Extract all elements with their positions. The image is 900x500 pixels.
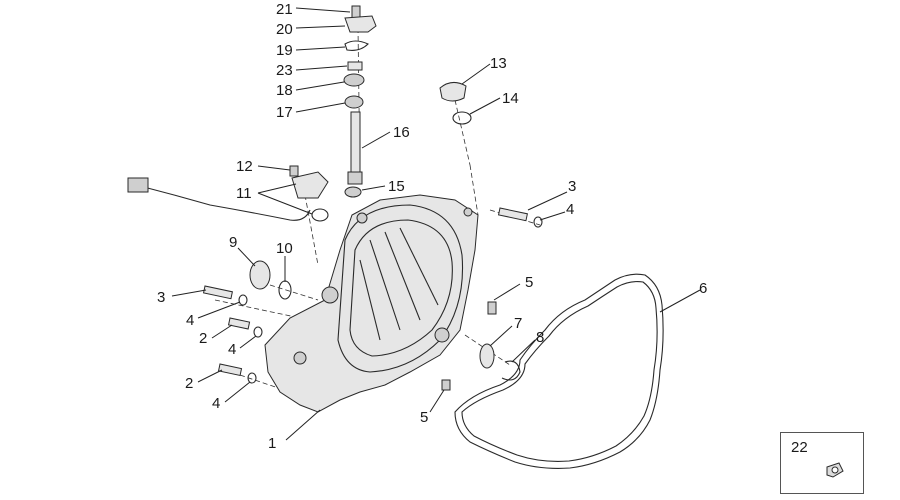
callout-21: 21	[276, 1, 293, 18]
callout-19: 19	[276, 42, 293, 59]
inset-part-icon	[826, 462, 844, 478]
cover-plug	[249, 260, 292, 300]
callout-4-left-b: 4	[228, 341, 236, 358]
callout-7: 7	[514, 315, 522, 332]
callout-16: 16	[393, 124, 410, 141]
callout-9: 9	[229, 234, 237, 251]
filler-cap	[439, 82, 472, 125]
cover-gasket	[454, 273, 664, 469]
callout-13: 13	[490, 55, 507, 72]
callout-8: 8	[536, 329, 544, 346]
callout-14: 14	[502, 90, 519, 107]
callout-4-left-c: 4	[212, 395, 220, 412]
callout-2-left-a: 2	[199, 330, 207, 347]
callout-18: 18	[276, 82, 293, 99]
callout-6: 6	[699, 280, 707, 297]
callout-23: 23	[276, 62, 293, 79]
callout-5-bottom: 5	[420, 409, 428, 426]
callout-3-left: 3	[157, 289, 165, 306]
callout-4-right: 4	[566, 201, 574, 218]
callout-5-right: 5	[525, 274, 533, 291]
callout-12: 12	[236, 158, 253, 175]
right-fasteners	[441, 207, 543, 391]
cover-gasket-inner	[461, 281, 658, 462]
callout-10: 10	[276, 240, 293, 257]
left-bolts	[202, 285, 263, 384]
leader-lines	[171, 7, 701, 441]
callout-17: 17	[276, 104, 293, 121]
sensor-assembly	[127, 165, 329, 222]
clutch-cover	[264, 194, 479, 413]
callout-3-right: 3	[568, 178, 576, 195]
inset-label: 22	[791, 439, 808, 456]
callout-labels: 21 20 19 23 18 17 16 15 13 14 12 11 9 10…	[157, 1, 707, 452]
shaft-stack	[343, 5, 377, 198]
callout-2-left-b: 2	[185, 375, 193, 392]
callout-20: 20	[276, 21, 293, 38]
callout-4-left-a: 4	[186, 312, 194, 329]
inset-panel-22: 22	[780, 432, 864, 494]
callout-15: 15	[388, 178, 405, 195]
callout-1: 1	[268, 435, 276, 452]
callout-11: 11	[236, 185, 252, 202]
